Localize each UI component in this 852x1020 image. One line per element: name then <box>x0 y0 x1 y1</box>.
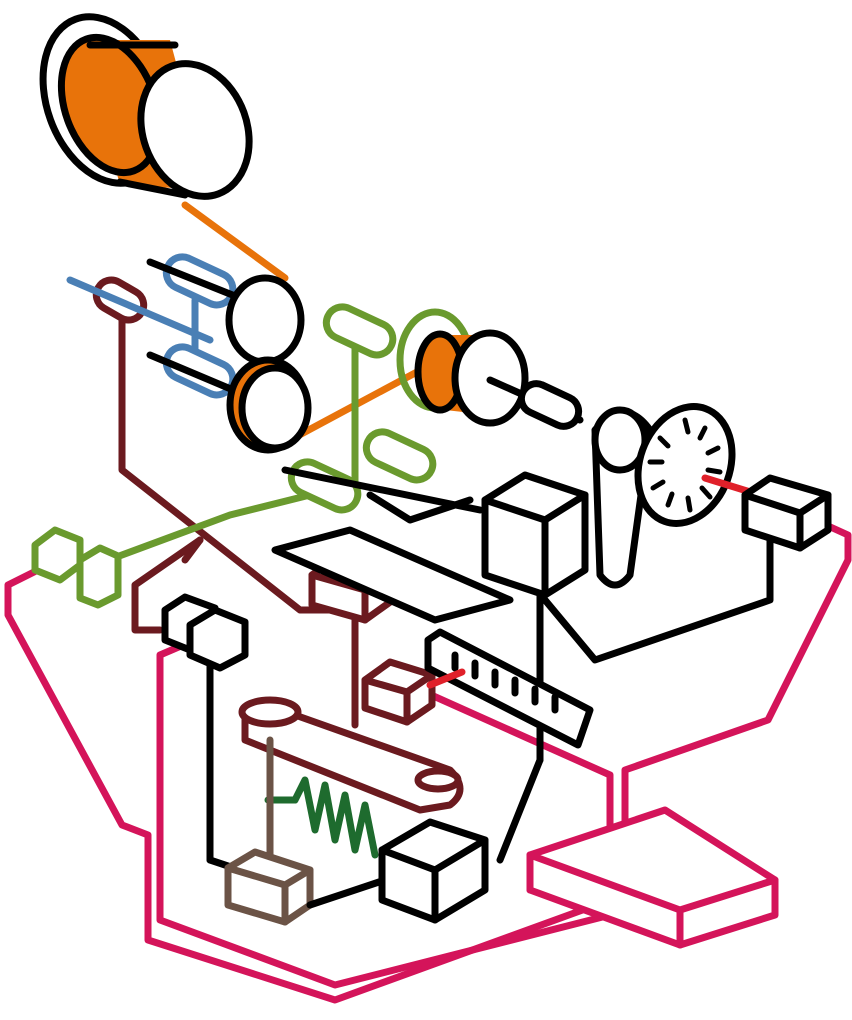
encoder-strip-marks <box>451 651 559 714</box>
motor-box <box>306 818 489 924</box>
belt-drive <box>591 406 654 589</box>
sensor-box <box>741 474 832 552</box>
spring <box>264 776 379 859</box>
wiring <box>4 516 852 1004</box>
frame <box>161 466 774 874</box>
filament-spool-large <box>39 13 253 200</box>
filament-spool-small <box>414 329 584 430</box>
encoder-disc <box>634 403 736 527</box>
damper <box>224 736 314 926</box>
pinch-wheels <box>146 258 312 454</box>
filament <box>181 201 434 444</box>
